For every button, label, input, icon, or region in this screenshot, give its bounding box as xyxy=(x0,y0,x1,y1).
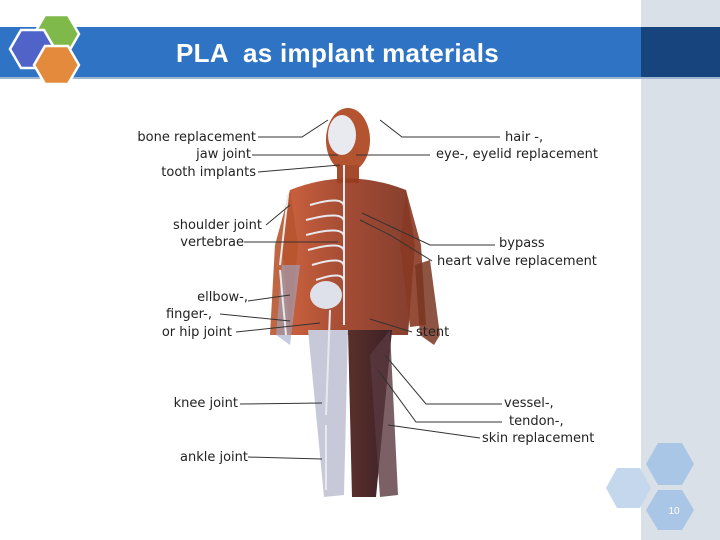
label-heart-valve: heart valve replacement xyxy=(437,254,597,269)
title-bar xyxy=(0,27,641,77)
body-silhouette xyxy=(270,108,440,497)
hexagon-decoration-icon xyxy=(606,443,694,530)
label-tooth-implants: tooth implants xyxy=(161,165,256,180)
title-bar-accent xyxy=(641,27,720,77)
slide-title: PLA as implant materials xyxy=(176,38,499,68)
leader-lines xyxy=(219,119,502,460)
label-shoulder-joint: shoulder joint xyxy=(172,218,262,233)
title-underline xyxy=(0,77,720,79)
label-eye-eyelid: eye-, eyelid replacement xyxy=(436,147,598,162)
label-ellbow: ellbow-, xyxy=(197,290,248,305)
page-number: 10 xyxy=(668,506,680,517)
label-bypass: bypass xyxy=(499,236,545,251)
label-ankle-joint: ankle joint xyxy=(180,450,248,465)
label-vessel: vessel-, xyxy=(504,396,554,411)
label-finger: finger-, xyxy=(165,307,212,322)
label-jaw-joint: jaw joint xyxy=(196,147,251,162)
label-tendon: tendon-, xyxy=(509,414,564,429)
label-knee-joint: knee joint xyxy=(173,396,238,411)
label-hip-joint: or hip joint xyxy=(161,325,232,340)
label-stent: stent xyxy=(416,325,450,340)
hexagon-logo-icon xyxy=(8,13,81,86)
label-skin-replacement: skin replacement xyxy=(482,431,595,446)
label-bone-replacement: bone replacement xyxy=(137,130,256,145)
label-hair: hair -, xyxy=(505,130,544,145)
skeleton-overlay xyxy=(279,115,356,490)
label-vertebrae: vertebrae xyxy=(180,235,244,250)
human-body-figure xyxy=(219,108,502,497)
